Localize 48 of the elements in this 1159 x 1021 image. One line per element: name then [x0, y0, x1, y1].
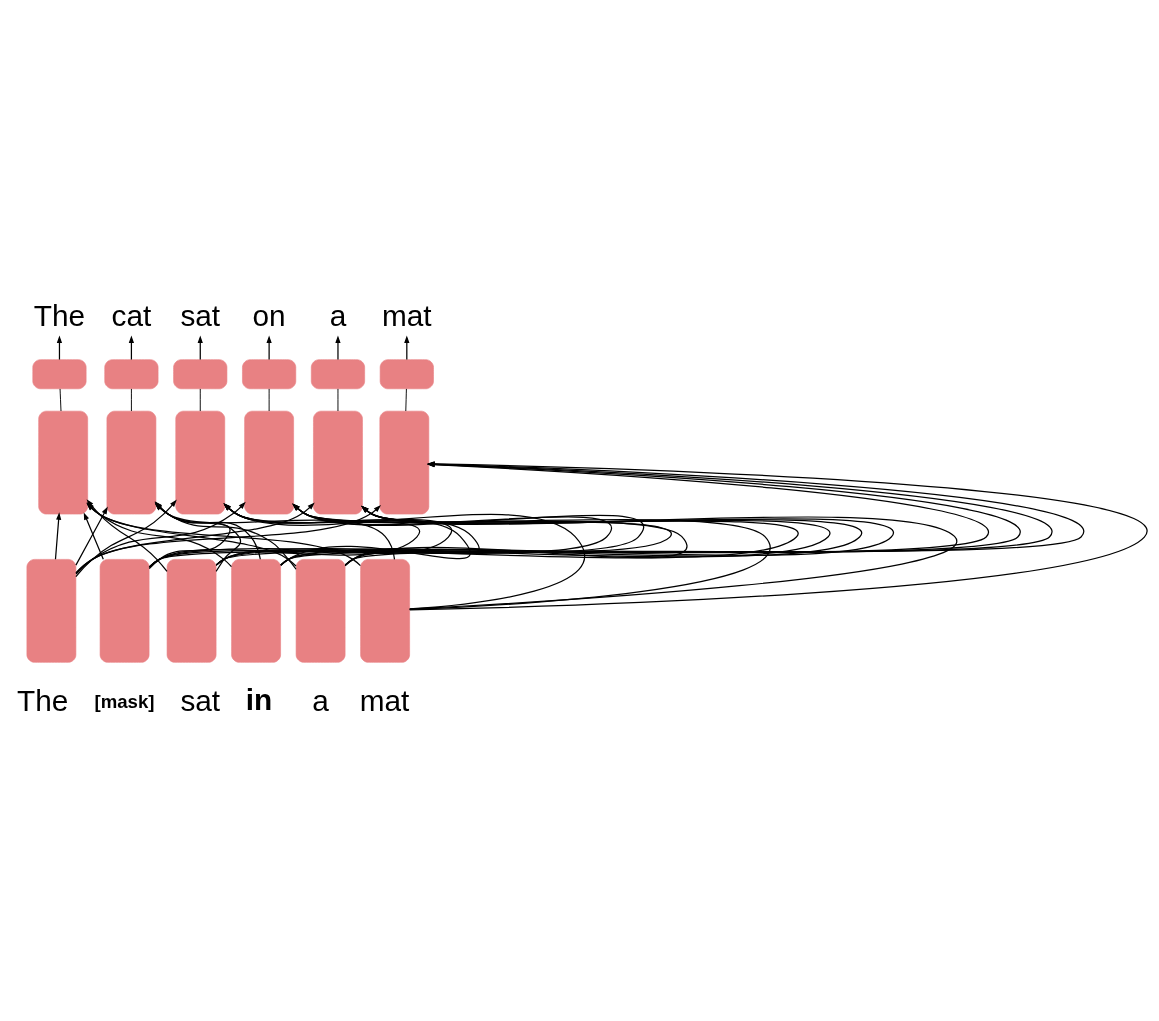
arrow	[75, 504, 381, 573]
node-box	[231, 558, 281, 663]
arrow	[83, 511, 104, 560]
arrow	[215, 503, 645, 566]
arrow	[54, 511, 62, 560]
node-box	[99, 558, 150, 663]
connector	[405, 387, 407, 411]
node-label: sat	[180, 683, 221, 717]
arrow	[75, 506, 108, 566]
arrow	[266, 335, 272, 360]
node-box	[379, 358, 434, 389]
node-box	[313, 410, 363, 514]
node-box	[38, 410, 88, 514]
node-label: The	[17, 683, 69, 717]
node-text: The	[33, 298, 86, 332]
node-text: sat	[180, 298, 221, 332]
node-box	[106, 410, 157, 514]
connector	[59, 387, 62, 411]
arrow	[361, 505, 956, 610]
connector	[199, 387, 201, 411]
node-label: mat	[359, 683, 410, 717]
connector	[130, 387, 132, 411]
node-label: in	[245, 682, 273, 716]
node-box	[26, 558, 77, 663]
node-box	[32, 358, 87, 389]
node-label: [mask]	[94, 690, 155, 712]
arrow	[148, 503, 613, 568]
node-text: mat	[382, 298, 432, 332]
node-box	[242, 358, 297, 389]
node-box	[311, 358, 365, 389]
node-box	[104, 358, 159, 389]
node-box	[166, 558, 217, 663]
node-box	[244, 410, 294, 514]
arrow	[335, 335, 341, 360]
node-box	[175, 410, 226, 514]
arrow	[223, 503, 585, 610]
arrow	[215, 505, 829, 566]
node-text: a	[329, 298, 347, 332]
node-text: cat	[111, 298, 152, 332]
node-text: on	[252, 298, 286, 332]
node-box	[379, 410, 430, 514]
node-label: a	[312, 683, 329, 717]
arrow	[292, 503, 771, 610]
node-box	[173, 358, 228, 389]
node-box	[360, 558, 410, 663]
arrow	[409, 460, 1145, 610]
node-box	[295, 558, 346, 663]
arrow	[148, 505, 797, 567]
